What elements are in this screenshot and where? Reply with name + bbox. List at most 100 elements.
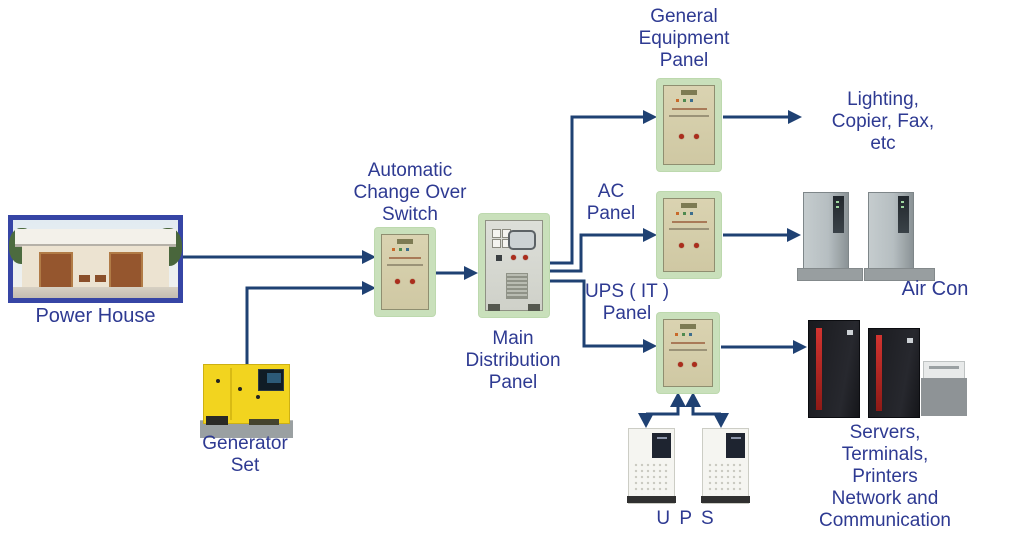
label-lighting-loads: Lighting, Copier, Fax, etc (818, 89, 948, 155)
panel-face (663, 198, 715, 272)
label-line: Generator (202, 433, 288, 454)
arrowhead-down (713, 413, 729, 428)
aircon-unit (868, 192, 914, 270)
arrowhead (643, 339, 657, 353)
panel-indicator-row (676, 99, 702, 102)
ups-led-row (731, 437, 741, 439)
building-ground (13, 287, 178, 298)
edge-mdp-to-gep (549, 115, 643, 265)
ups-vents (632, 461, 671, 495)
panel-red-lamp (679, 134, 684, 139)
arrowhead-up (685, 392, 701, 407)
panel-text-line (386, 264, 424, 266)
label-gep: General Equipment Panel (619, 6, 749, 72)
printer-stand (921, 378, 967, 416)
aircon-control-strip (833, 196, 844, 233)
building-door-right (109, 252, 143, 291)
server-red-stripe (876, 335, 882, 411)
panel-red-lamp (694, 134, 699, 139)
server-logo (847, 330, 853, 335)
mdp-panel-image (479, 214, 549, 317)
label-line: Terminals, (841, 444, 929, 465)
label-line: Panel (659, 50, 709, 71)
arrowhead (787, 228, 801, 242)
panel-text-line (669, 115, 709, 117)
label-ac-panel: AC Panel (546, 181, 676, 225)
arrowhead (362, 250, 376, 264)
acos-panel-image (375, 228, 435, 316)
aircon-led (836, 201, 839, 203)
panel-text-line (669, 228, 709, 230)
arrowhead (643, 228, 657, 242)
label-line: Communication (819, 510, 951, 531)
label-line: Printers (852, 466, 918, 487)
panel-red-lamp (511, 255, 516, 260)
arrowhead (793, 340, 807, 354)
gep-panel-image (657, 79, 721, 171)
panel-nameplate (397, 239, 413, 244)
panel-vent-grille (506, 273, 528, 299)
ups-tower (701, 428, 750, 504)
aircon-plinth (864, 268, 935, 281)
panel-red-lamp (410, 279, 415, 284)
label-air-con: Air Con (901, 278, 969, 300)
label-line: Network and (831, 488, 939, 509)
label-generator-set: Generator Set (190, 433, 300, 477)
panel-red-lamp (523, 255, 528, 260)
building-door-left (39, 252, 73, 291)
panel-nameplate (680, 324, 696, 329)
panel-button (496, 255, 502, 261)
label-line: Copier, Fax, (831, 111, 935, 132)
label-mdp: Main Distribution Panel (448, 328, 578, 394)
arrowhead (788, 110, 802, 124)
panel-nameplate (681, 90, 697, 95)
generator-door-seam (230, 368, 232, 420)
edge-ups-left-link (644, 406, 680, 416)
panel-display-window (508, 230, 536, 250)
server-tower (808, 320, 860, 418)
edge-ups-right-link (691, 406, 723, 416)
printer-slot (929, 366, 959, 369)
generator-screen (267, 373, 281, 383)
generator-latch (216, 379, 220, 383)
label-line: Equipment (638, 28, 730, 49)
edge-mdp-to-upsitpanel (549, 279, 643, 348)
label-ups-it-panel: UPS ( IT ) Panel (562, 281, 692, 325)
label-line: etc (870, 133, 896, 154)
label-line: Servers, (849, 422, 921, 443)
panel-text-line (671, 108, 707, 110)
panel-face (663, 319, 713, 387)
panel-foot (528, 304, 540, 311)
label-line: Set (230, 455, 260, 476)
panel-indicator-row (675, 333, 701, 336)
generator-latch (256, 395, 260, 399)
server-tower (868, 328, 920, 418)
panel-text-line (388, 257, 422, 259)
panel-face (485, 220, 543, 311)
generator-exhaust (206, 416, 228, 425)
edge-generator-to-acos (245, 286, 362, 367)
panel-text-line (668, 349, 708, 351)
building-roof (15, 229, 176, 247)
server-logo (907, 338, 913, 343)
generator-skid (249, 419, 279, 425)
aircon-plinth (797, 268, 863, 281)
arrowhead-down (638, 413, 654, 428)
label-acos: Automatic Change Over Switch (340, 160, 480, 226)
panel-text-line (671, 342, 705, 344)
panel-red-lamp (694, 243, 699, 248)
panel-red-lamp (678, 362, 683, 367)
edge-mdp-to-acpanel (549, 233, 643, 273)
label-line: AC (597, 181, 625, 202)
label-line: UPS ( IT ) (584, 281, 670, 302)
ac-panel-image (657, 192, 721, 278)
aircon-unit (803, 192, 849, 270)
panel-indicator-row (392, 248, 418, 251)
ups-control-panel (652, 433, 671, 459)
label-line: Automatic (367, 160, 453, 181)
panel-face (663, 85, 715, 165)
panel-indicator-row (676, 212, 702, 215)
ups-led-row (657, 437, 667, 439)
arrowhead-up (670, 392, 686, 407)
